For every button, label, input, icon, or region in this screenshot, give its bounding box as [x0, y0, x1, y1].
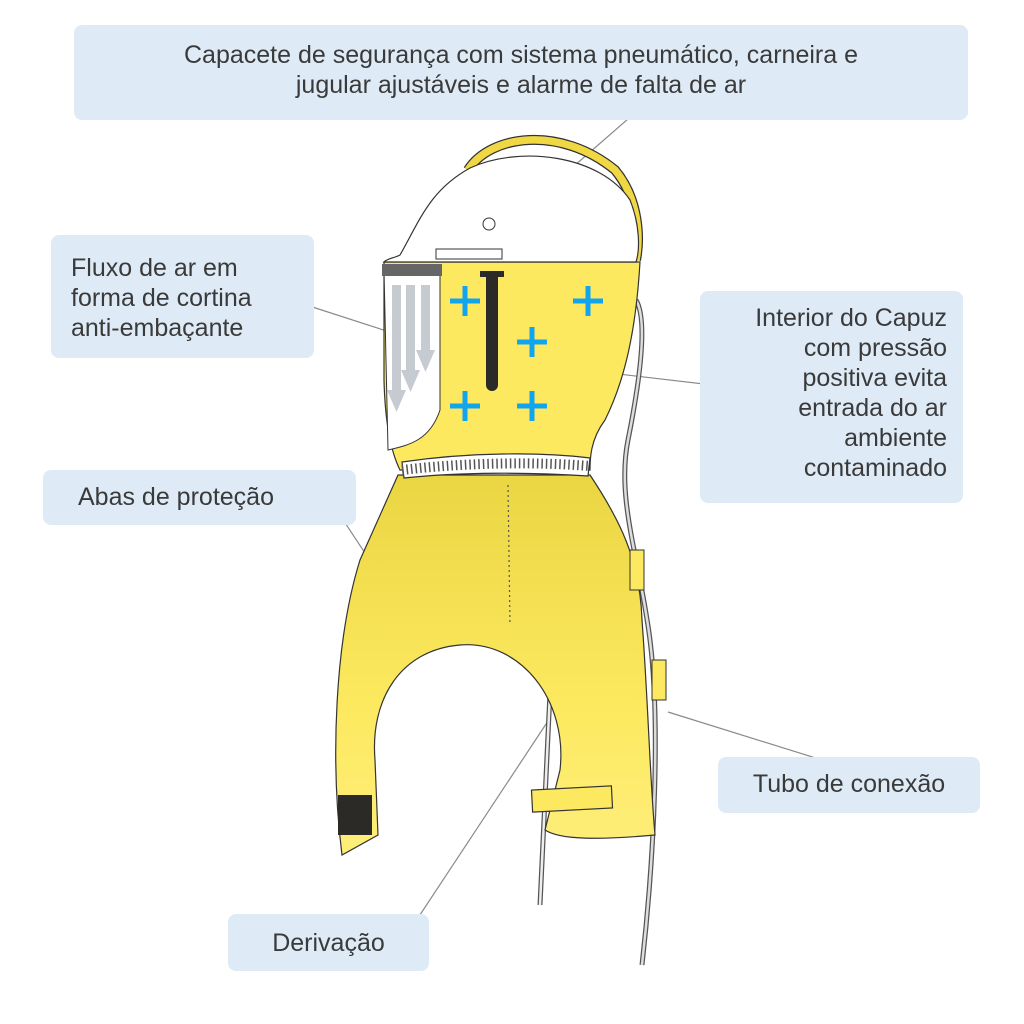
- label-derivation: Derivação: [228, 914, 429, 971]
- label-airflow-line2: forma de cortina: [71, 284, 252, 312]
- label-helmet-line2: jugular ajustáveis e alarme de falta de …: [295, 71, 747, 99]
- strap: [530, 785, 614, 813]
- label-tube-text: Tubo de conexão: [752, 770, 946, 798]
- label-interior-line2: com pressão: [803, 334, 947, 362]
- label-flaps-text: Abas de proteção: [78, 483, 274, 511]
- velcro-patch: [338, 795, 372, 835]
- t-bar: [480, 271, 504, 391]
- positive-pressure-plus-icons: [450, 286, 603, 421]
- label-helmet: Capacete de segurança com sistema pneumá…: [74, 25, 968, 120]
- label-flaps: Abas de proteção: [43, 470, 356, 525]
- label-helmet-line1: Capacete de segurança com sistema pneumá…: [184, 41, 858, 69]
- label-interior-line3: positiva evita: [802, 364, 947, 392]
- label-airflow-line3: anti-embaçante: [71, 314, 244, 342]
- label-tube: Tubo de conexão: [718, 757, 980, 813]
- label-interior-line5: ambiente: [844, 424, 947, 452]
- airflow-arrows-icon: [387, 285, 435, 412]
- label-interior-line6: contaminado: [803, 454, 947, 482]
- label-interior-line4: entrada do ar: [798, 394, 947, 422]
- label-airflow-line1: Fluxo de ar em: [71, 254, 238, 282]
- label-interior: Interior do Capuz com pressão positiva e…: [700, 291, 963, 503]
- label-derivation-text: Derivação: [272, 929, 385, 957]
- label-airflow: Fluxo de ar em forma de cortina anti-emb…: [51, 235, 314, 358]
- helmet: [382, 155, 640, 263]
- collar: [401, 453, 591, 479]
- label-interior-line1: Interior do Capuz: [755, 304, 947, 332]
- protection-flaps: [335, 474, 656, 856]
